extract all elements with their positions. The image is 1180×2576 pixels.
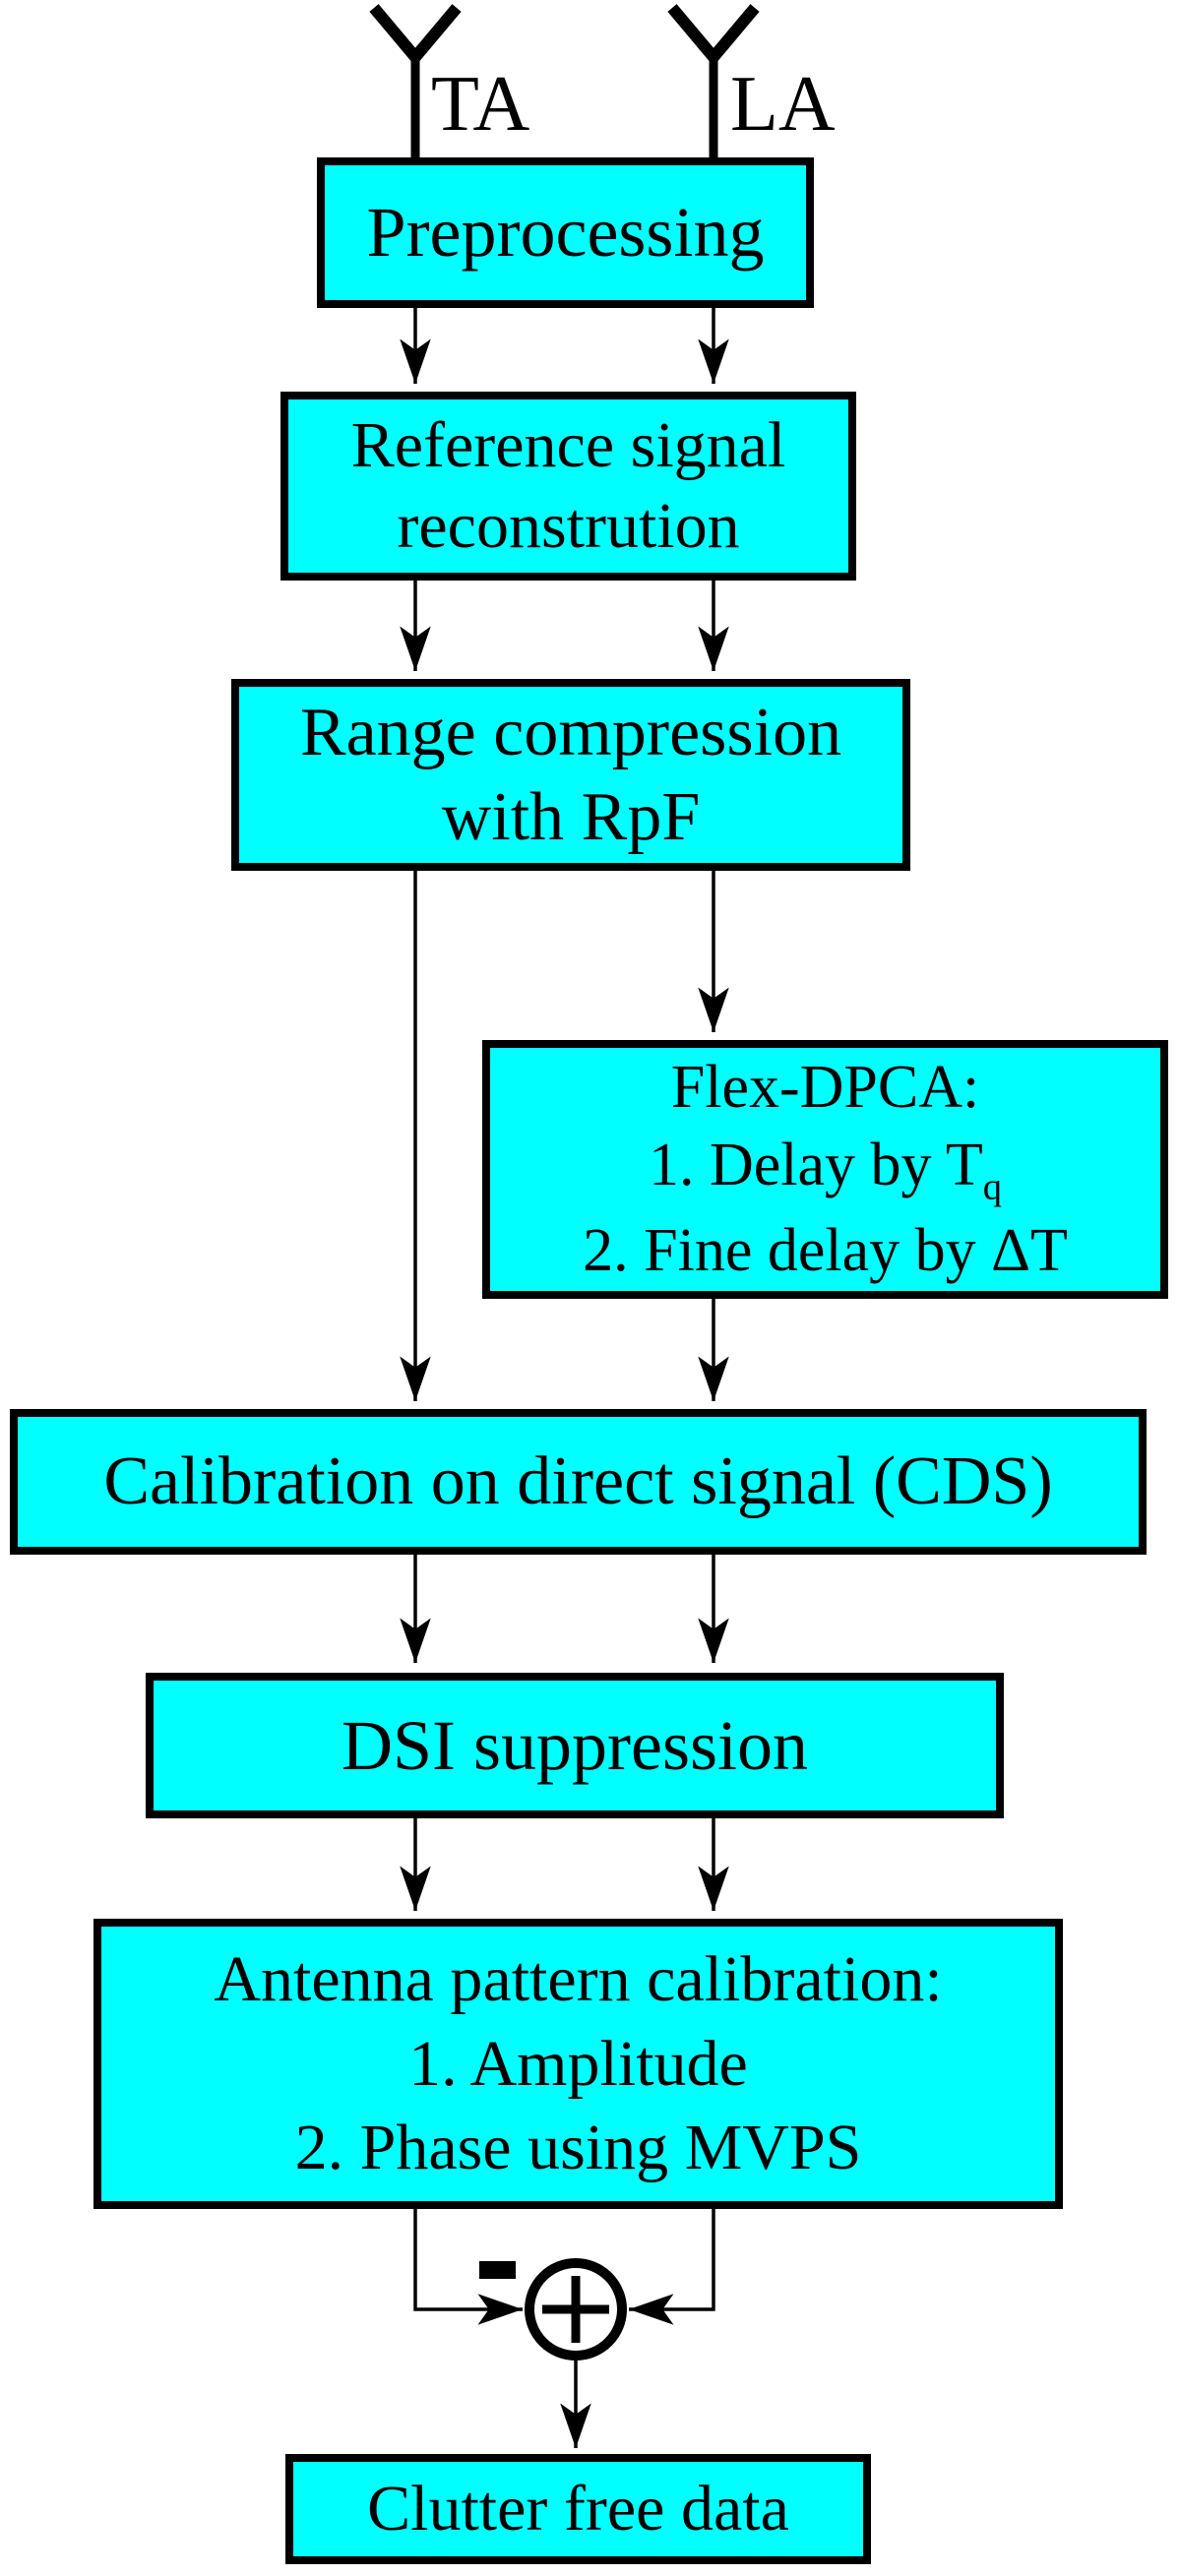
box-preprocessing-label: Preprocessing — [366, 193, 765, 272]
box-flex-dpca-step2: 2. Fine delay by ΔT — [583, 1216, 1068, 1284]
box-antcal-line-1: Antenna pattern calibration: — [214, 1942, 943, 2015]
box-dsi-suppression: DSI suppression — [146, 1673, 1004, 1818]
box-antenna-pattern-calibration: Antenna pattern calibration: 1. Amplitud… — [93, 1919, 1063, 2209]
box-clutter-free-data: Clutter free data — [285, 2454, 871, 2564]
box-antcal-line-2: 1. Amplitude — [408, 2027, 748, 2100]
antenna-la-icon — [667, 4, 760, 161]
box-reference-line-2: reconstrution — [397, 490, 740, 562]
box-preprocessing: Preprocessing — [317, 157, 814, 308]
box-range-line-1: Range compression — [299, 695, 842, 771]
box-reference-line-1: Reference signal — [350, 408, 786, 481]
box-flex-dpca: Flex-DPCA: 1. Delay by Tq 2. Fine delay … — [482, 1040, 1168, 1299]
antenna-la-label: LA — [730, 61, 836, 148]
box-range-line-2: with RpF — [441, 778, 701, 855]
box-cds-label: Calibration on direct signal (CDS) — [103, 1443, 1053, 1519]
box-flex-dpca-step1-text: 1. Delay by T — [648, 1132, 983, 1199]
box-reference-signal-reconstruction: Reference signal reconstrution — [280, 392, 856, 581]
arrow-antcal-to-sum-left — [413, 2209, 523, 2325]
summation-node-icon — [525, 2258, 627, 2361]
box-dsi-label: DSI suppression — [341, 1705, 808, 1785]
box-flex-dpca-step1-subscript: q — [982, 1166, 1002, 1208]
box-cds: Calibration on direct signal (CDS) — [10, 1409, 1147, 1555]
minus-sign — [479, 2261, 516, 2279]
box-range-compression: Range compression with RpF — [231, 679, 910, 871]
antenna-ta-icon — [369, 4, 462, 161]
arrow-antcal-to-sum-right — [629, 2209, 715, 2325]
box-flex-dpca-step1: 1. Delay by Tq — [649, 1127, 1002, 1212]
box-antcal-line-3: 2. Phase using MVPS — [294, 2112, 862, 2184]
box-clutter-label: Clutter free data — [367, 2473, 789, 2545]
antenna-ta-label: TA — [431, 61, 530, 148]
box-flex-dpca-title: Flex-DPCA: — [670, 1053, 980, 1121]
